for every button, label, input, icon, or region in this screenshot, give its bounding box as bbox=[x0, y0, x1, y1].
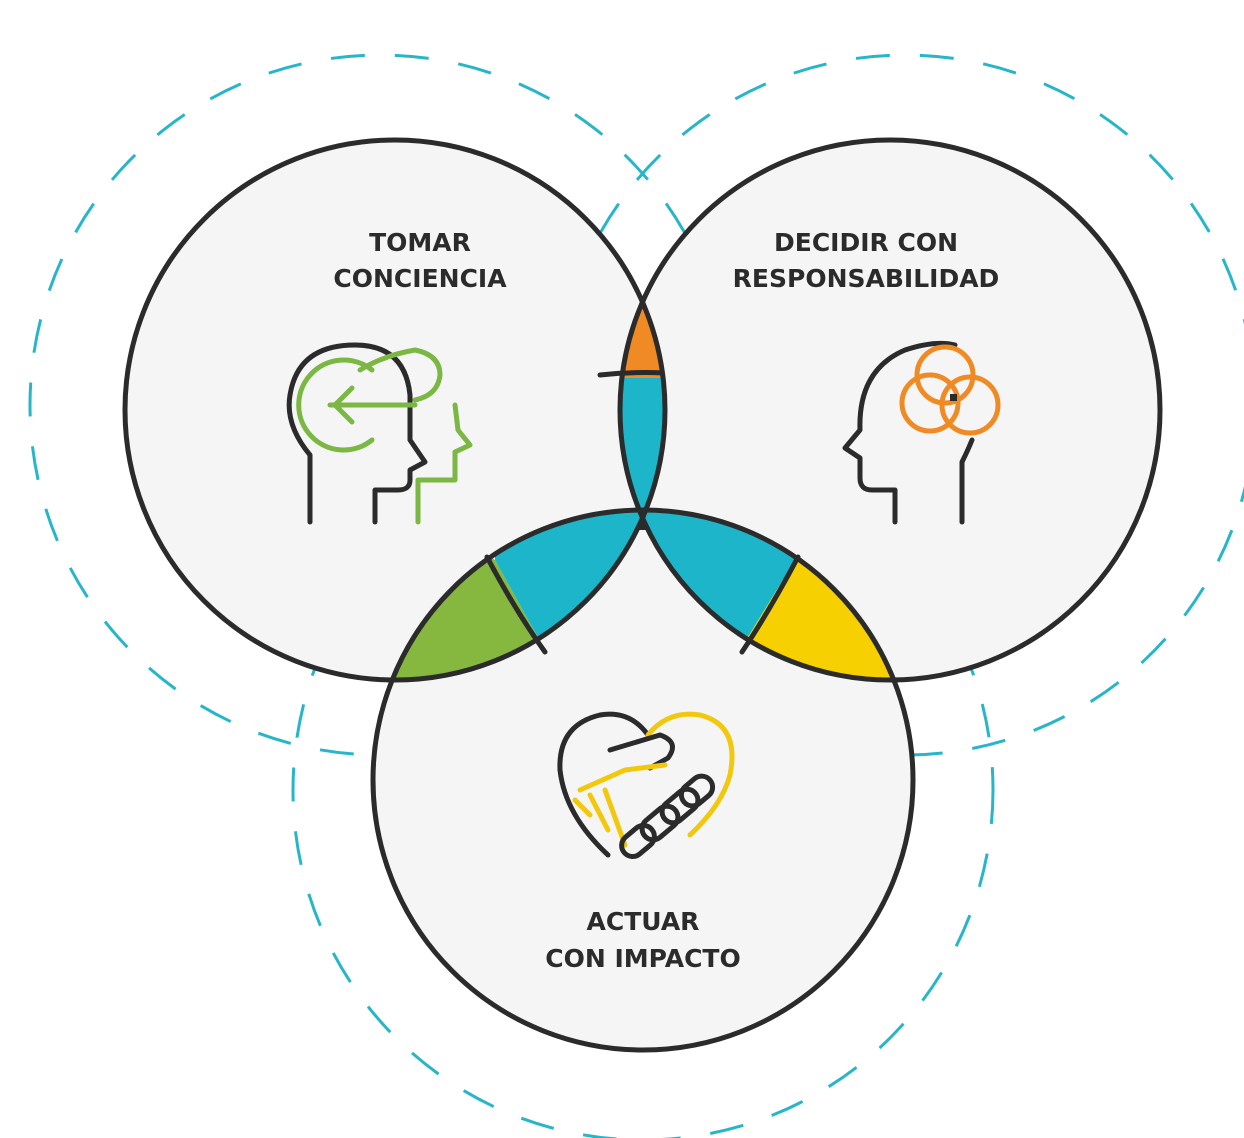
mind-decision-icon bbox=[842, 340, 1001, 525]
label-tomar: TOMAR bbox=[369, 228, 471, 257]
decision-dot bbox=[950, 394, 957, 401]
lens-dividers bbox=[484, 370, 801, 655]
circle-outline-left bbox=[122, 137, 668, 683]
divider-left bbox=[484, 554, 548, 655]
divider-right bbox=[739, 554, 801, 655]
handshake-heart-icon bbox=[557, 711, 735, 859]
center-dot bbox=[639, 522, 647, 530]
circle-outline-right bbox=[617, 137, 1163, 683]
dashed-orbit-bottom bbox=[291, 438, 995, 1138]
mind-awareness-icon bbox=[286, 342, 473, 525]
decision-ring-right bbox=[939, 374, 1001, 436]
decision-ring-left bbox=[899, 372, 961, 434]
label-con-impacto: CON IMPACTO bbox=[545, 944, 740, 973]
circle-outline-bottom bbox=[370, 507, 916, 1053]
label-conciencia: CONCIENCIA bbox=[333, 264, 507, 293]
label-decidir-con: DECIDIR CON bbox=[774, 228, 958, 257]
label-actuar: ACTUAR bbox=[587, 907, 700, 936]
circle-outlines bbox=[122, 137, 1163, 1053]
label-responsabilidad: RESPONSABILIDAD bbox=[733, 264, 1000, 293]
divider-top bbox=[597, 370, 665, 378]
